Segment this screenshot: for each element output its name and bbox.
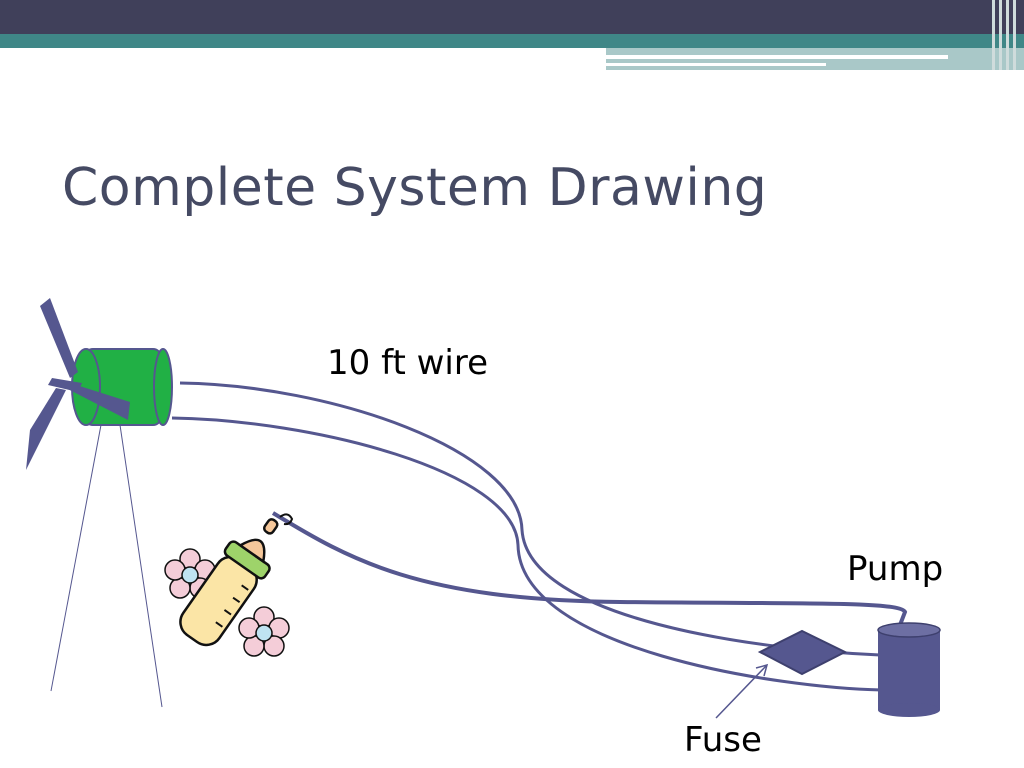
pump-cylinder-icon xyxy=(877,622,941,717)
fuse-diamond-icon xyxy=(757,629,848,676)
wire-upper xyxy=(179,381,881,657)
wire-length-label: 10 ft wire xyxy=(327,343,488,383)
wire-pair xyxy=(171,381,883,692)
thick-wire xyxy=(271,511,908,626)
tower-legs xyxy=(50,424,163,708)
pump-label: Pump xyxy=(847,549,944,589)
baby-bottle-clipart-icon xyxy=(164,513,294,657)
header-band xyxy=(0,0,1024,70)
wind-turbine-icon xyxy=(26,298,173,470)
fuse-label: Fuse xyxy=(684,720,762,760)
page-title: Complete System Drawing xyxy=(62,158,768,218)
fuse-pointer-arrow xyxy=(715,663,769,719)
wire-lower xyxy=(171,416,883,692)
